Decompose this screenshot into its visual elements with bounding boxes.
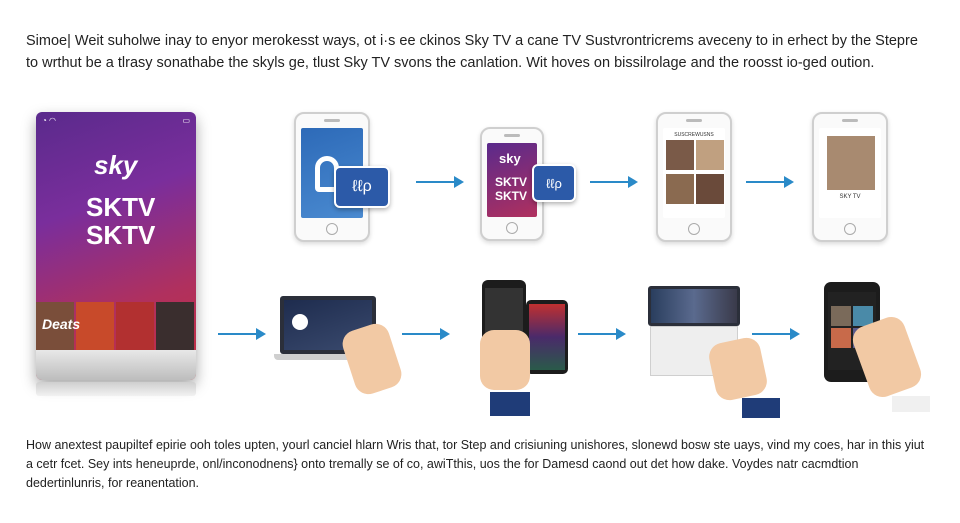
photo-thumbnail[interactable] <box>696 140 724 170</box>
home-button[interactable] <box>506 222 518 234</box>
tablet-screen <box>529 304 565 370</box>
pointing-hand-icon <box>706 335 770 403</box>
app-tile[interactable] <box>831 328 851 348</box>
pointing-hand-icon <box>338 320 406 398</box>
arrow-right-icon <box>416 176 464 188</box>
phone-speaker <box>504 134 520 137</box>
app-badge-icon[interactable]: ℓℓρ <box>334 166 390 208</box>
sktv-title-1: SKTV <box>495 175 528 189</box>
sleeve <box>742 398 780 418</box>
tablet-dark <box>526 300 568 374</box>
laptop-screen <box>651 289 737 323</box>
photo-thumbnail[interactable] <box>666 140 694 170</box>
phone-screen <box>301 128 363 218</box>
sky-logo: sky <box>94 150 138 180</box>
phone-screen: sky SKTV SKTV <box>487 143 537 217</box>
sktv-title-1: SKTV <box>86 192 156 222</box>
phone-bottom-bar <box>36 350 196 380</box>
sleeve <box>490 392 530 416</box>
home-button[interactable] <box>326 223 338 235</box>
outro-paragraph: How anextest paupiltef epirie ooh toles … <box>26 438 925 490</box>
sleeve <box>892 396 930 412</box>
content-thumbnails[interactable]: Deats <box>36 302 196 350</box>
arrow-right-icon <box>590 176 638 188</box>
arrow-right-icon <box>746 176 794 188</box>
phone-stand <box>36 382 196 396</box>
phone-speaker <box>324 119 340 122</box>
arrow-right-icon <box>218 328 266 340</box>
phone-screen: SKY TV <box>819 128 881 218</box>
photo-thumbnail[interactable] <box>666 174 694 204</box>
phone-speaker <box>842 119 858 122</box>
arrow-right-icon <box>402 328 450 340</box>
laptop-base <box>274 354 382 360</box>
sktv-title-2: SKTV <box>495 189 528 203</box>
status-bar: ◔ ◠ ▭ <box>42 116 190 128</box>
signal-icon: ◔ ◠ <box>42 116 57 125</box>
photo-thumbnail[interactable] <box>696 174 724 204</box>
sktv-title-2: SKTV <box>86 220 156 250</box>
phone-speaker <box>686 119 702 122</box>
app-tile[interactable] <box>831 306 851 326</box>
thumbnail-label: Deats <box>42 316 81 332</box>
home-button[interactable] <box>844 223 856 235</box>
laptop-step-2 <box>648 286 740 326</box>
sky-logo: sky <box>499 151 521 166</box>
app-tile[interactable] <box>853 306 873 326</box>
battery-icon: ▭ <box>182 116 190 125</box>
phone-step-4: SKY TV <box>812 112 888 242</box>
profile-photo <box>827 136 875 190</box>
screen-caption: SKY TV <box>839 194 861 200</box>
phone-step-3: SUSCREWUSNS <box>656 112 732 242</box>
arrow-right-icon <box>752 328 800 340</box>
home-button[interactable] <box>688 223 700 235</box>
intro-paragraph: Simoe| Weit suholwe inay to enyor meroke… <box>26 33 918 71</box>
phone-screen: SUSCREWUSNS <box>663 128 725 218</box>
screen-title: SUSCREWUSNS <box>674 132 714 138</box>
pointing-hand-icon <box>848 312 926 402</box>
app-badge-icon[interactable]: ℓℓρ <box>532 164 576 202</box>
arrow-right-icon <box>578 328 626 340</box>
sky-tv-large-phone: ◔ ◠ ▭ sky SKTV SKTV Deats <box>36 112 196 380</box>
holding-hand-icon <box>480 330 530 390</box>
app-logo-icon <box>292 314 308 330</box>
